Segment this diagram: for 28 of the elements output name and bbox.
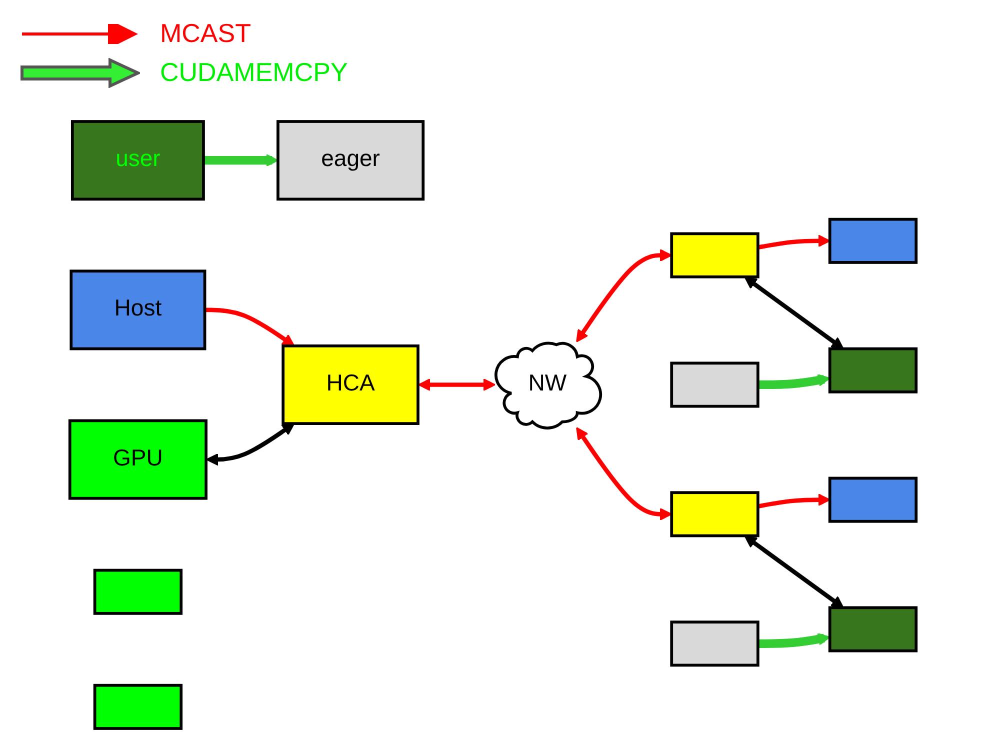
node-box: HCA	[282, 344, 420, 425]
node-box	[670, 232, 760, 278]
arrow	[576, 427, 672, 520]
node-box	[670, 491, 760, 538]
legend-label: CUDAMEMCPY	[160, 57, 348, 88]
node-box	[828, 347, 918, 394]
node-box: eager	[276, 120, 425, 201]
arrow	[418, 378, 496, 392]
legend-label: MCAST	[160, 18, 251, 49]
arrow	[204, 308, 295, 346]
arrow	[758, 493, 830, 508]
arrow	[758, 632, 830, 648]
arrow	[758, 374, 830, 390]
node-box: user	[70, 120, 205, 201]
node-box	[828, 476, 918, 523]
node-box	[93, 684, 183, 730]
arrow	[206, 422, 295, 466]
arrow	[744, 276, 844, 350]
node-box	[828, 606, 918, 652]
node-box: GPU	[68, 419, 208, 500]
node-box	[828, 218, 918, 264]
arrow	[576, 248, 672, 342]
arrow	[744, 536, 844, 608]
node-box: Host	[70, 270, 206, 350]
node-box	[670, 362, 760, 408]
node-box	[670, 620, 760, 667]
arrow	[758, 234, 830, 250]
node-box	[93, 568, 183, 615]
